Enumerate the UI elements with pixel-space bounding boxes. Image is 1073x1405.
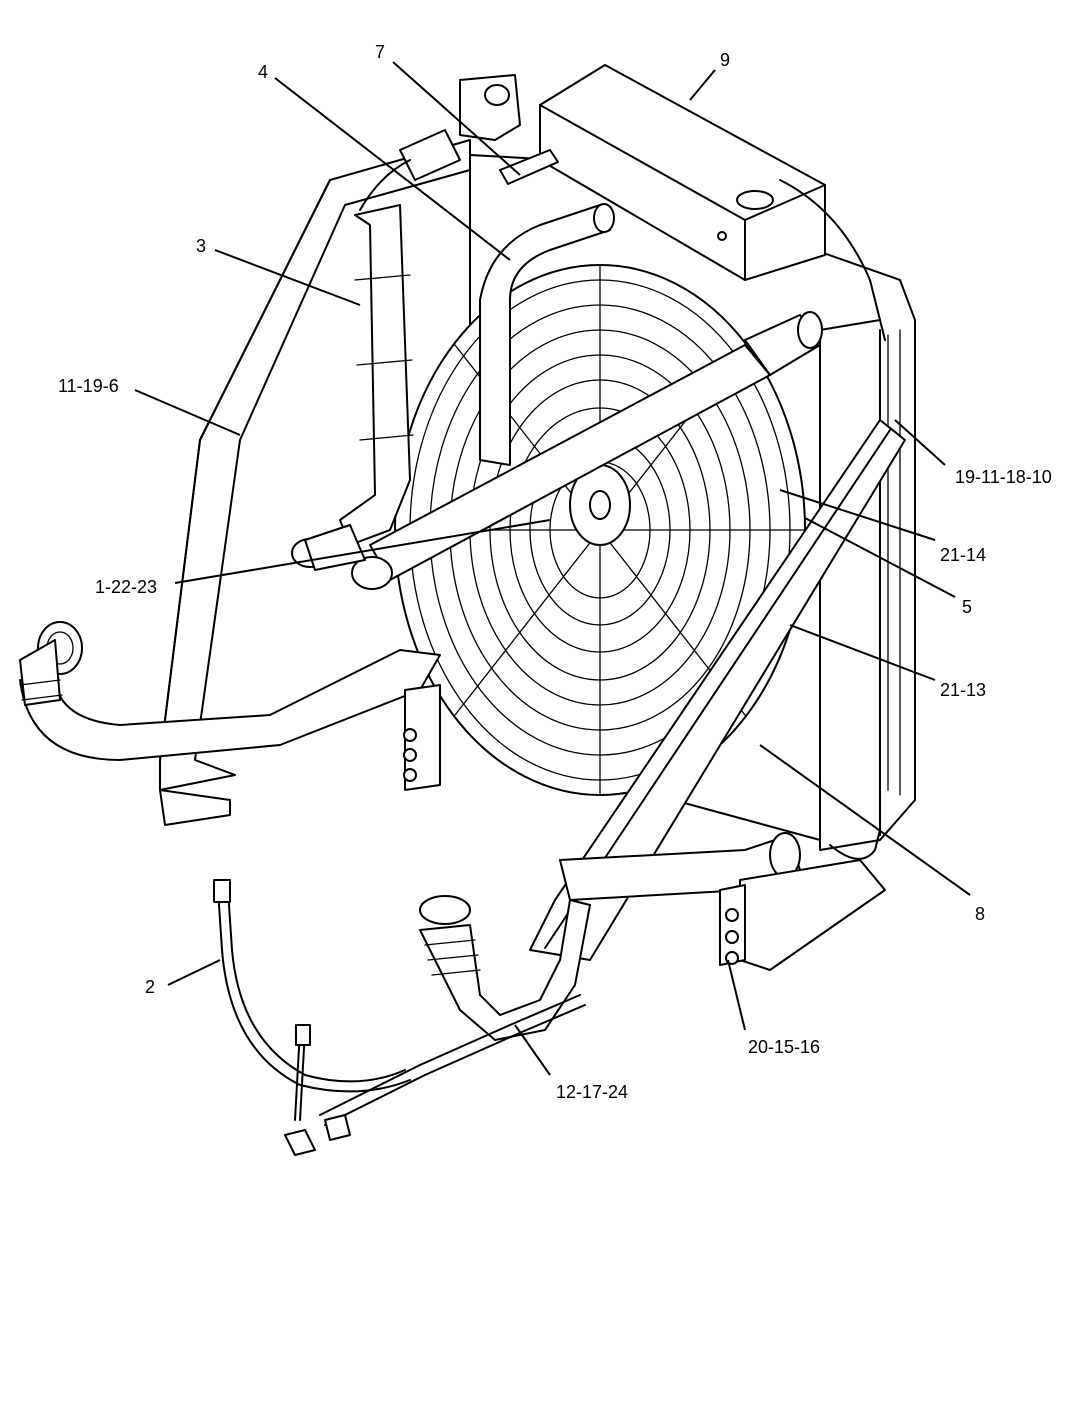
callout-12-17-24: 12-17-24 [556,1082,628,1102]
callout-20-15-16: 20-15-16 [748,1037,820,1057]
overflow-tube [779,179,886,860]
callout-1-22-23: 1-22-23 [95,577,157,597]
callout-2: 2 [145,977,155,997]
callout-9: 9 [720,50,730,70]
top-clamp [459,74,559,185]
callout-8: 8 [975,904,985,924]
upper-hose [479,203,615,466]
small-hose [213,879,411,1093]
callout-19-11-18-10: 19-11-18-10 [955,467,1052,487]
lower-left-hose [19,621,441,761]
callout-7: 7 [375,42,385,62]
callout-21-13: 21-13 [940,680,986,700]
bottom-mount [403,684,886,971]
callout-21-14: 21-14 [940,545,986,565]
callout-labels: 7 9 4 3 11-19-6 19-11-18-10 21-14 1-22-2… [58,42,1052,1102]
cross-tube [291,311,823,590]
callout-4: 4 [258,62,268,82]
leader-lines [134,61,971,1076]
callout-3: 3 [196,236,206,256]
lower-elbow-hose [419,895,591,1041]
callout-5: 5 [962,597,972,617]
wiring-harness [284,994,586,1156]
callout-11-19-6: 11-19-6 [58,376,119,396]
left-hose [339,129,461,546]
